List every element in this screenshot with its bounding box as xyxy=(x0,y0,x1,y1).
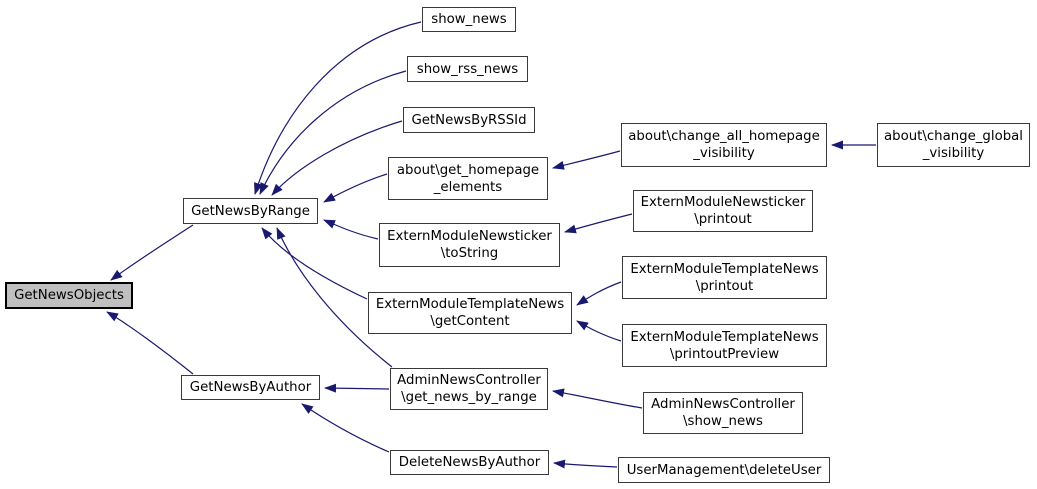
node-deletenewsbyauthor[interactable]: DeleteNewsByAuthor xyxy=(390,450,549,475)
edge-get-homepage-elements-to-getnewsbyrange xyxy=(323,173,388,203)
node-externmoduletemplatenews-printout[interactable]: ExternModuleTemplateNews \printout xyxy=(622,256,827,299)
node-about-change-all-homepage-visibility[interactable]: about\change_all_homepage _visibility xyxy=(621,123,827,167)
node-getnewsbyrssid[interactable]: GetNewsByRSSId xyxy=(403,107,535,133)
node-externmodulenewsticker-tostring[interactable]: ExternModuleNewsticker \toString xyxy=(379,223,560,267)
node-show-rss-news[interactable]: show_rss_news xyxy=(407,56,528,82)
edge-show-rss-news-to-getnewsbyrange xyxy=(259,70,407,195)
edge-template-printoutpreview-to-template-getcontent xyxy=(576,320,622,342)
node-show-news[interactable]: show_news xyxy=(422,7,516,32)
node-externmoduletemplatenews-printoutpreview[interactable]: ExternModuleTemplateNews \printoutPrevie… xyxy=(622,324,827,367)
edge-usermanagement-deleteuser-to-deletenewsbyauthor xyxy=(553,459,618,469)
node-adminnewscontroller-get-news-by-range[interactable]: AdminNewsController \get_news_by_range xyxy=(390,368,548,410)
node-about-change-global-visibility[interactable]: about\change_global _visibility xyxy=(877,123,1030,167)
edge-admin-get-news-by-range-to-getnewsbyauthor xyxy=(324,383,390,393)
edge-admin-get-news-by-range-to-getnewsbyrange xyxy=(276,227,393,368)
edge-newsticker-printout-to-newsticker-tostring xyxy=(564,213,633,234)
node-adminnewscontroller-show-news[interactable]: AdminNewsController \show_news xyxy=(643,392,803,434)
edge-deletenewsbyauthor-to-getnewsbyauthor xyxy=(301,403,390,453)
edge-getnewsbyrange-to-getnewsobjects xyxy=(110,224,194,281)
node-about-get-homepage-elements[interactable]: about\get_homepage _elements xyxy=(388,157,548,200)
edge-template-getcontent-to-getnewsbyrange xyxy=(261,227,368,300)
edge-getnewsbyrssid-to-getnewsbyrange xyxy=(271,120,403,196)
node-getnewsobjects: GetNewsObjects xyxy=(5,282,133,309)
node-getnewsbyauthor[interactable]: GetNewsByAuthor xyxy=(181,375,320,400)
node-getnewsbyrange[interactable]: GetNewsByRange xyxy=(183,198,318,224)
edge-change-all-homepage-to-get-homepage-elements xyxy=(552,150,621,170)
node-externmodulenewsticker-printout[interactable]: ExternModuleNewsticker \printout xyxy=(633,190,813,232)
node-externmoduletemplatenews-getcontent[interactable]: ExternModuleTemplateNews \getContent xyxy=(368,292,572,334)
node-usermanagement-deleteuser[interactable]: UserManagement\deleteUser xyxy=(618,457,830,483)
edge-template-printout-to-template-getcontent xyxy=(576,281,622,306)
edge-show-news-to-getnewsbyrange xyxy=(254,21,422,195)
edge-getnewsbyauthor-to-getnewsobjects xyxy=(106,311,194,375)
edge-newsticker-tostring-to-getnewsbyrange xyxy=(323,219,379,240)
edge-admin-show-news-to-admin-get-news-by-range xyxy=(552,388,643,409)
